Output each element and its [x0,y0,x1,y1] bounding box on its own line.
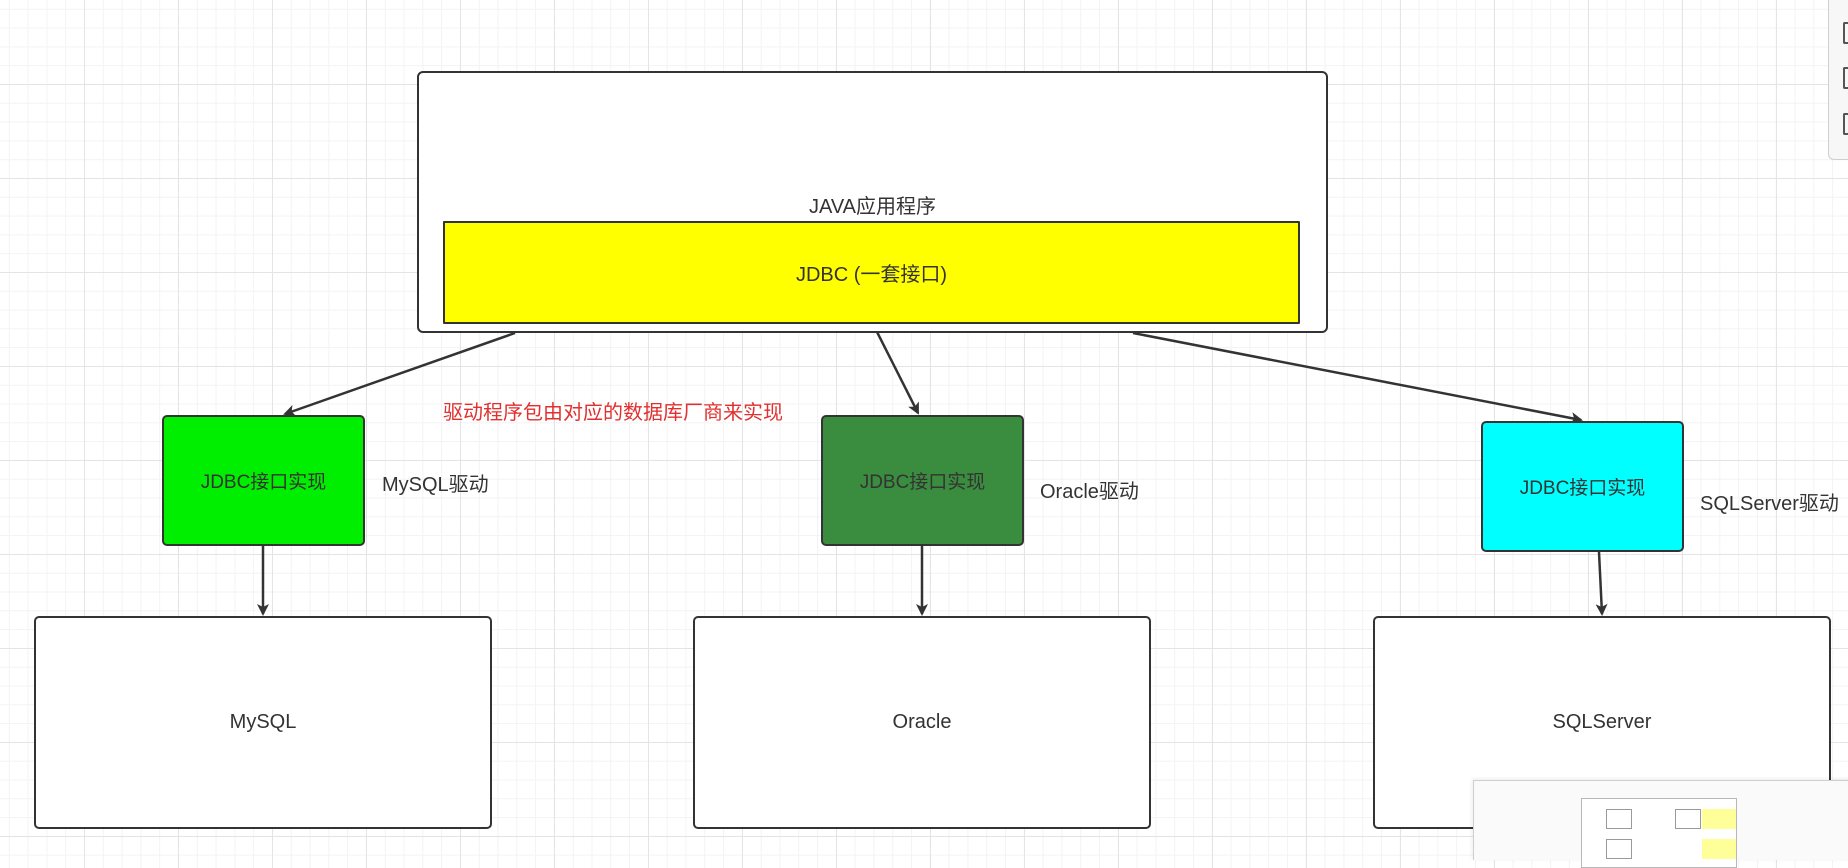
frame-icon[interactable] [1843,113,1848,135]
sqlserver-driver-label[interactable]: SQLServer驱动 [1700,493,1839,515]
oracle-database-label: Oracle [892,711,952,733]
minimap-node [1606,809,1632,829]
diagram-canvas[interactable]: JAVA应用程序 JDBC (一套接口) JDBC接口实现 JDBC接口实现 J… [0,0,1848,847]
side-toolbar [1828,0,1848,160]
frame-icon[interactable] [1843,67,1848,89]
page-icon[interactable] [1843,22,1848,44]
mysql-database-label: MySQL [229,711,297,733]
minimap-node [1606,839,1632,859]
minimap-viewport[interactable] [1581,798,1737,868]
sqlserver-jdbc-implementation-box[interactable]: JDBC接口实现 [1481,421,1684,552]
vendor-note-label[interactable]: 驱动程序包由对应的数据库厂商来实现 [443,402,783,424]
sqlserver-database-label: SQLServer [1552,711,1652,733]
mysql-jdbc-implementation-box[interactable]: JDBC接口实现 [162,415,365,546]
jdbc-interface-label: JDBC (一套接口) [795,264,948,286]
sqlserver-implementation-label: JDBC接口实现 [1519,478,1646,499]
edge-jdbc-to-oracle-impl[interactable] [871,323,920,415]
oracle-implementation-label: JDBC接口实现 [859,472,986,493]
mysql-implementation-label: JDBC接口实现 [200,472,327,493]
minimap-node [1675,809,1701,829]
oracle-database-box[interactable]: Oracle [693,616,1151,829]
minimap-highlight [1702,839,1736,859]
edge-app-to-sqlserver-impl[interactable] [1132,331,1583,424]
minimap-panel[interactable] [1473,780,1848,868]
edge-app-to-mysql-impl[interactable] [283,331,516,417]
edge-sqlserver-impl-to-db[interactable] [1595,551,1608,616]
oracle-driver-label[interactable]: Oracle驱动 [1040,481,1139,503]
oracle-jdbc-implementation-box[interactable]: JDBC接口实现 [821,415,1024,546]
edges-layer [257,323,1608,616]
mysql-database-box[interactable]: MySQL [34,616,492,829]
java-application-label: JAVA应用程序 [808,196,937,218]
minimap-highlight [1702,809,1736,829]
jdbc-interface-box[interactable]: JDBC (一套接口) [443,221,1300,324]
mysql-driver-label[interactable]: MySQL驱动 [382,474,489,496]
